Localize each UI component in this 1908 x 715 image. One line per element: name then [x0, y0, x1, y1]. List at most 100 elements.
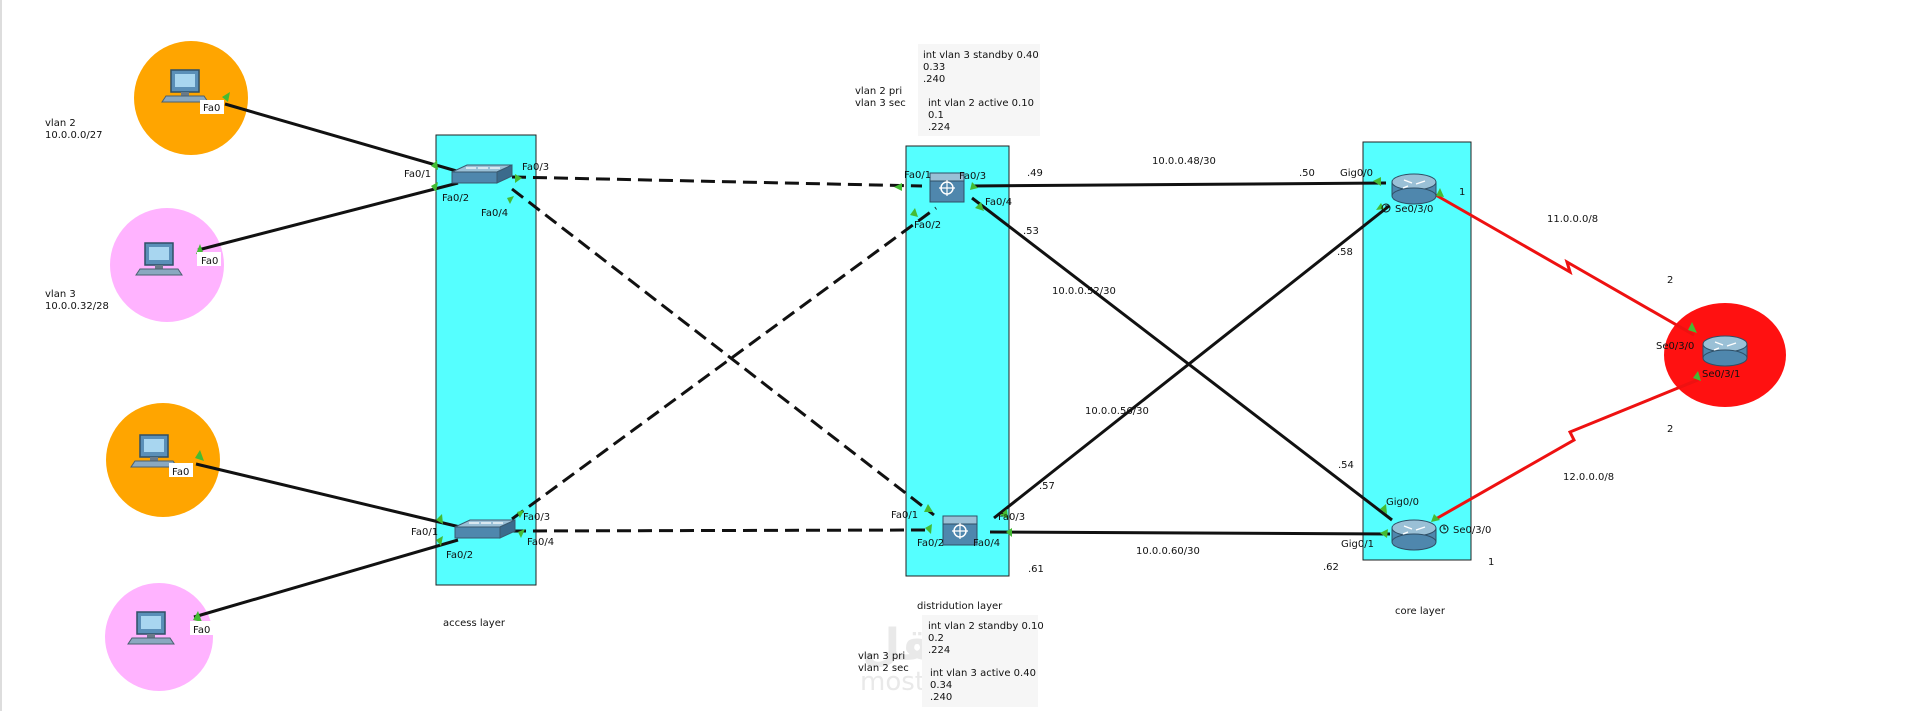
- pc1-port: Fa0: [203, 103, 220, 114]
- link-pc1-as1: [224, 102, 461, 174]
- as2-port-fa01: Fa0/1: [411, 527, 438, 538]
- dist-top-standby-line3: .240: [923, 74, 945, 85]
- dist-top-standby-line1: int vlan 3 standby 0.40: [923, 50, 1039, 61]
- host-62: .62: [1323, 562, 1339, 573]
- core-router-1[interactable]: [1391, 173, 1437, 205]
- serial-id-core-top: 1: [1459, 187, 1465, 198]
- distribution-layer-band: [905, 145, 1010, 577]
- clock-icon: [1439, 524, 1449, 534]
- link-as2-ds2: [511, 528, 926, 533]
- distribution-layer-caption: distridution layer: [917, 601, 1003, 612]
- pc-links: [193, 102, 461, 619]
- distribution-switch-1[interactable]: [929, 172, 965, 203]
- as1-port-fa01: Fa0/1: [404, 169, 431, 180]
- vlan2-note-line2: 10.0.0.0/27: [45, 130, 102, 141]
- access-layer-band: [435, 134, 537, 586]
- link-ds2-cr2: [989, 530, 1391, 536]
- link-as2-ds1: [511, 206, 937, 521]
- trunk-links: [511, 175, 937, 533]
- host-53: .53: [1023, 226, 1039, 237]
- ds1-port-fa01: Fa0/1: [904, 170, 931, 181]
- ds1-port-fa03: Fa0/3: [959, 171, 986, 182]
- ds2-port-fa03: Fa0/3: [998, 512, 1025, 523]
- link-pc3-as2: [195, 462, 461, 529]
- as1-port-fa02: Fa0/2: [442, 193, 469, 204]
- cr2-port-gig01: Gig0/1: [1341, 539, 1374, 550]
- dist-top-active-line1: int vlan 2 active 0.10: [928, 98, 1034, 109]
- distribution-switch-2[interactable]: [942, 515, 978, 546]
- link-as1-ds1: [511, 175, 923, 188]
- dist-top-standby-line2: 0.33: [923, 62, 945, 73]
- clock-icon: [1381, 203, 1391, 213]
- host-50: .50: [1299, 168, 1315, 179]
- serial-id-core-bottom: 1: [1488, 557, 1494, 568]
- as1-port-fa04: Fa0/4: [481, 208, 508, 219]
- pc2-port: Fa0: [201, 256, 218, 267]
- cr2-port-gig00: Gig0/0: [1386, 497, 1419, 508]
- link-ds1-cr1: [971, 181, 1387, 188]
- ds1-port-fa02: Fa0/2: [914, 220, 941, 231]
- ds2-port-fa04: Fa0/4: [973, 538, 1000, 549]
- host-49: .49: [1027, 168, 1043, 179]
- dist-top-active-line2: 0.1: [928, 110, 944, 121]
- dist-bottom-note-box: [922, 615, 1038, 707]
- serial-id-isp-bottom: 2: [1667, 424, 1673, 435]
- pc3-port: Fa0: [172, 467, 189, 478]
- link-cr2-isp: [1433, 377, 1701, 522]
- vlan3-note-line1: vlan 3: [45, 289, 76, 300]
- dist-bottom-standby-line3: .224: [928, 645, 950, 656]
- as1-port-fa03: Fa0/3: [522, 162, 549, 173]
- host-58: .58: [1337, 247, 1353, 258]
- access-switch-2[interactable]: [454, 519, 516, 539]
- pc1-device[interactable]: [161, 69, 209, 103]
- access-layer-caption: access layer: [443, 618, 506, 629]
- dist-bottom-role-line1: vlan 3 pri: [858, 651, 905, 662]
- access-switch-1[interactable]: [451, 164, 513, 184]
- ds1-port-fa04: Fa0/4: [985, 197, 1012, 208]
- cr1-port-se030: Se0/3/0: [1395, 204, 1433, 215]
- link-as1-ds2: [511, 187, 935, 517]
- dist-top-note-box: [918, 44, 1040, 136]
- subnet-11: 11.0.0.0/8: [1547, 214, 1598, 225]
- as2-port-fa03: Fa0/3: [523, 512, 550, 523]
- subnet-56: 10.0.0.56/30: [1085, 406, 1149, 417]
- dist-bottom-active-line1: int vlan 3 active 0.40: [930, 668, 1036, 679]
- dist-bottom-role-line2: vlan 2 sec: [858, 663, 909, 674]
- pc4-bubble: [105, 583, 213, 691]
- dist-top-active-line3: .224: [928, 122, 950, 133]
- as2-port-fa04: Fa0/4: [527, 537, 554, 548]
- cr1-port-gig00: Gig0/0: [1340, 168, 1373, 179]
- isp-port-se030: Se0/3/0: [1656, 341, 1694, 352]
- dist-bottom-active-line2: 0.34: [930, 680, 952, 691]
- link-pc2-as1: [197, 181, 459, 252]
- pc3-device[interactable]: [130, 434, 178, 468]
- ds2-port-fa01: Fa0/1: [891, 510, 918, 521]
- pc3-port-box: [169, 463, 193, 477]
- subnet-48: 10.0.0.48/30: [1152, 156, 1216, 167]
- serial-id-isp-top: 2: [1667, 275, 1673, 286]
- subnet-12: 12.0.0.0/8: [1563, 472, 1614, 483]
- link-ds2-cr1: [993, 204, 1390, 520]
- cr2-port-se030: Se0/3/0: [1453, 525, 1491, 536]
- core-router-2[interactable]: [1391, 519, 1437, 551]
- pc1-port-box: [200, 100, 224, 114]
- dist-top-role-line2: vlan 3 sec: [855, 98, 906, 109]
- serial-links: [1433, 192, 1701, 522]
- pc2-device[interactable]: [135, 242, 183, 276]
- pc2-port-box: [197, 252, 221, 266]
- isp-router[interactable]: [1702, 335, 1748, 367]
- pc4-device[interactable]: [127, 611, 175, 645]
- core-layer-caption: core layer: [1395, 606, 1446, 617]
- routed-links: [971, 181, 1393, 536]
- core-layer-band: [1362, 141, 1472, 561]
- as2-port-fa02: Fa0/2: [446, 550, 473, 561]
- pc3-bubble: [106, 403, 220, 517]
- pc4-port: Fa0: [193, 625, 210, 636]
- isp-port-se031: Se0/3/1: [1702, 369, 1740, 380]
- link-ds1-cr2: [971, 196, 1393, 522]
- ds2-port-fa02: Fa0/2: [917, 538, 944, 549]
- dist-bottom-active-line3: .240: [930, 692, 952, 703]
- link-pc4-as2: [193, 538, 459, 619]
- pc4-port-box: [190, 621, 214, 635]
- dist-bottom-standby-line1: int vlan 2 standby 0.10: [928, 621, 1044, 632]
